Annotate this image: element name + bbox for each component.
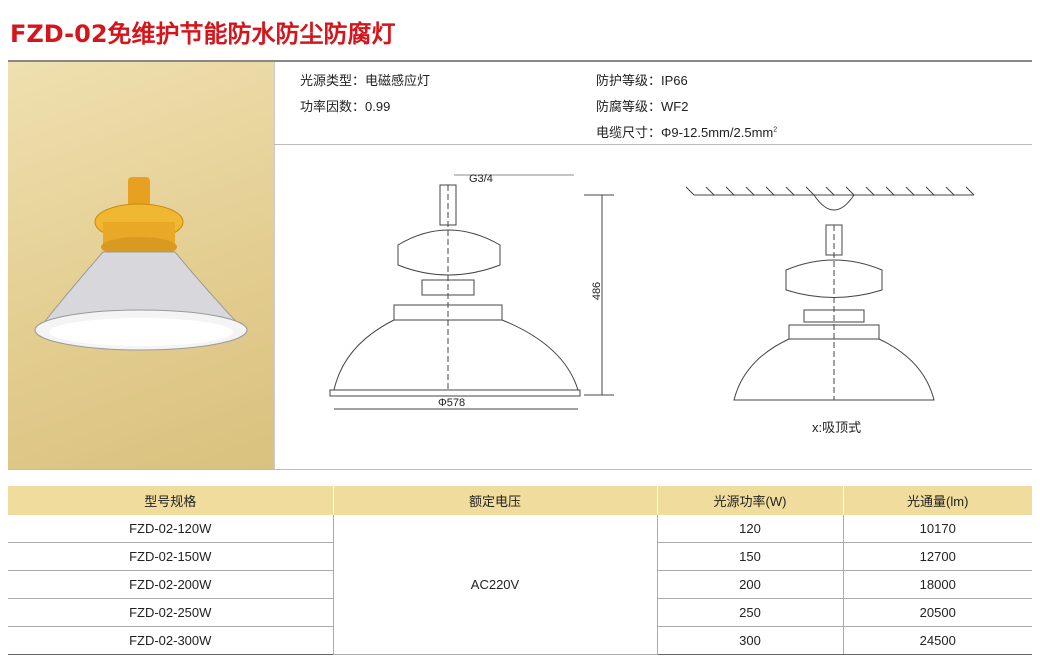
spec-power-factor: 功率因数：0.99 [300, 99, 391, 114]
dimension-drawings: G3/4 486 Φ578 x:吸顶式 [274, 145, 1032, 469]
height-label: 486 [591, 281, 604, 301]
diameter-label: Φ578 [438, 397, 466, 409]
model-cell: FZD-02-200W [8, 570, 333, 599]
thread-label: G3/4 [469, 173, 493, 185]
spec-cable: 电缆尺寸：Φ9-12.5mm/2.5mm2 [596, 122, 777, 141]
spec-protection: 防护等级：IP66 [596, 73, 688, 88]
header-flux: 光通量(lm) [842, 486, 1032, 515]
voltage-cell: AC220V [332, 515, 657, 655]
power-cell: 250 [656, 598, 843, 627]
power-cell: 120 [656, 515, 843, 543]
product-photo [8, 62, 275, 469]
power-cell: 150 [656, 542, 843, 571]
spec-cable-text: 电缆尺寸：Φ9-12.5mm/2.5mm [596, 125, 774, 140]
flux-cell: 18000 [842, 570, 1032, 599]
power-cell: 200 [656, 570, 843, 599]
spec-light-source: 光源类型：电磁感应灯 [300, 73, 431, 88]
header-power: 光源功率(W) [656, 486, 843, 515]
model-cell: FZD-02-250W [8, 598, 333, 627]
page-title: FZD-02免维护节能防水防尘防腐灯 [10, 20, 396, 48]
model-cell: FZD-02-300W [8, 626, 333, 655]
spec-list: 光源类型：电磁感应灯 功率因数：0.99 防护等级：IP66 防腐等级：WF2 … [274, 62, 1032, 145]
side-drawing [685, 186, 975, 401]
power-cell: 300 [656, 626, 843, 655]
flux-cell: 24500 [842, 626, 1032, 655]
flux-cell: 10170 [842, 515, 1032, 543]
header-voltage: 额定电压 [332, 486, 657, 515]
model-cell: FZD-02-150W [8, 542, 333, 571]
model-cell: FZD-02-120W [8, 515, 333, 543]
product-panel: 光源类型：电磁感应灯 功率因数：0.99 防护等级：IP66 防腐等级：WF2 … [8, 60, 1032, 470]
flux-cell: 12700 [842, 542, 1032, 571]
flux-cell: 20500 [842, 598, 1032, 627]
front-drawing [329, 174, 614, 410]
header-model: 型号规格 [8, 486, 333, 515]
spec-anticorrosion: 防腐等级：WF2 [596, 99, 689, 114]
spec-cable-sup: 2 [773, 126, 778, 134]
mount-label: x:吸顶式 [812, 420, 862, 435]
